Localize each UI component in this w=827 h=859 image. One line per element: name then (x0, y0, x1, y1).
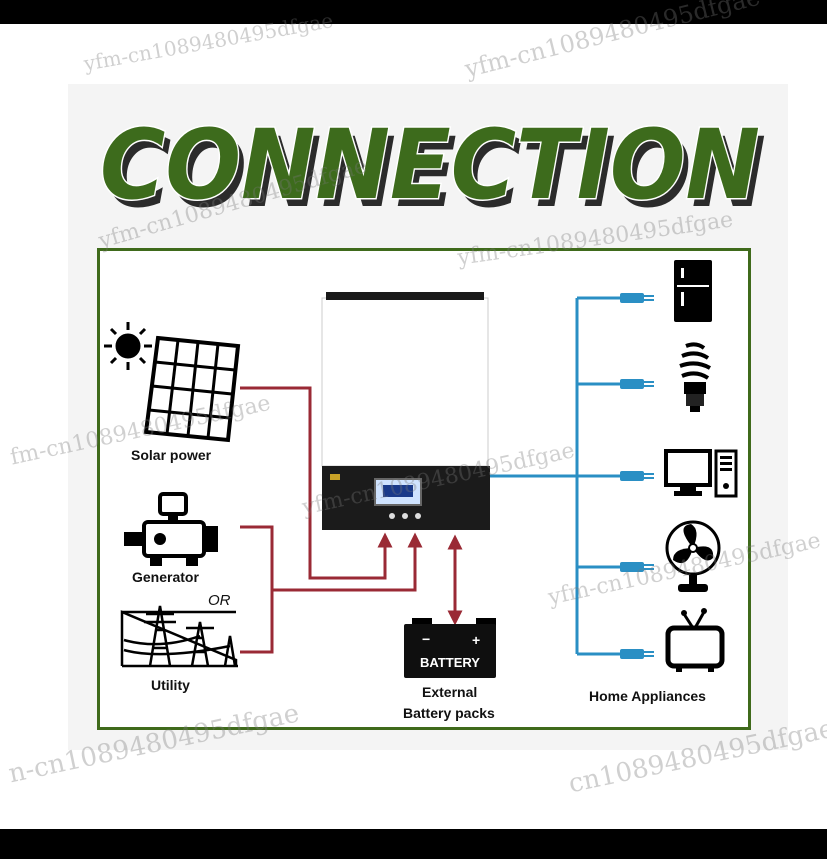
or-label: OR (208, 592, 231, 609)
battery-sign-label: BATTERY (420, 655, 480, 670)
home-appliances-label: Home Appliances (589, 688, 706, 704)
fridge-icon (674, 260, 712, 322)
title-graphic: CONNECTION CONNECTION (99, 108, 767, 230)
utility-tower-icon (120, 605, 238, 668)
tv-icon (665, 608, 725, 672)
svg-text:+: + (472, 632, 480, 648)
battery-label-line1: External (422, 684, 478, 700)
title-shadow: CONNECTION (106, 117, 766, 229)
battery-icon: − + (404, 618, 496, 678)
inverter-icon (321, 292, 490, 530)
bulb-icon (679, 342, 711, 412)
computer-icon (664, 449, 738, 498)
fan-icon (665, 520, 721, 592)
solar-panel-icon (143, 335, 241, 443)
plug-icon (620, 293, 654, 659)
generator-label: Generator (132, 569, 199, 585)
battery-label-line2: Battery packs (403, 705, 495, 721)
sun-icon (104, 322, 152, 370)
svg-text:−: − (422, 631, 430, 647)
page-title: CONNECTION (100, 109, 760, 221)
generator-icon (124, 492, 218, 566)
solar-power-label: Solar power (131, 447, 212, 463)
output-lines (489, 296, 620, 656)
input-lines (240, 386, 463, 654)
utility-label: Utility (151, 677, 190, 693)
